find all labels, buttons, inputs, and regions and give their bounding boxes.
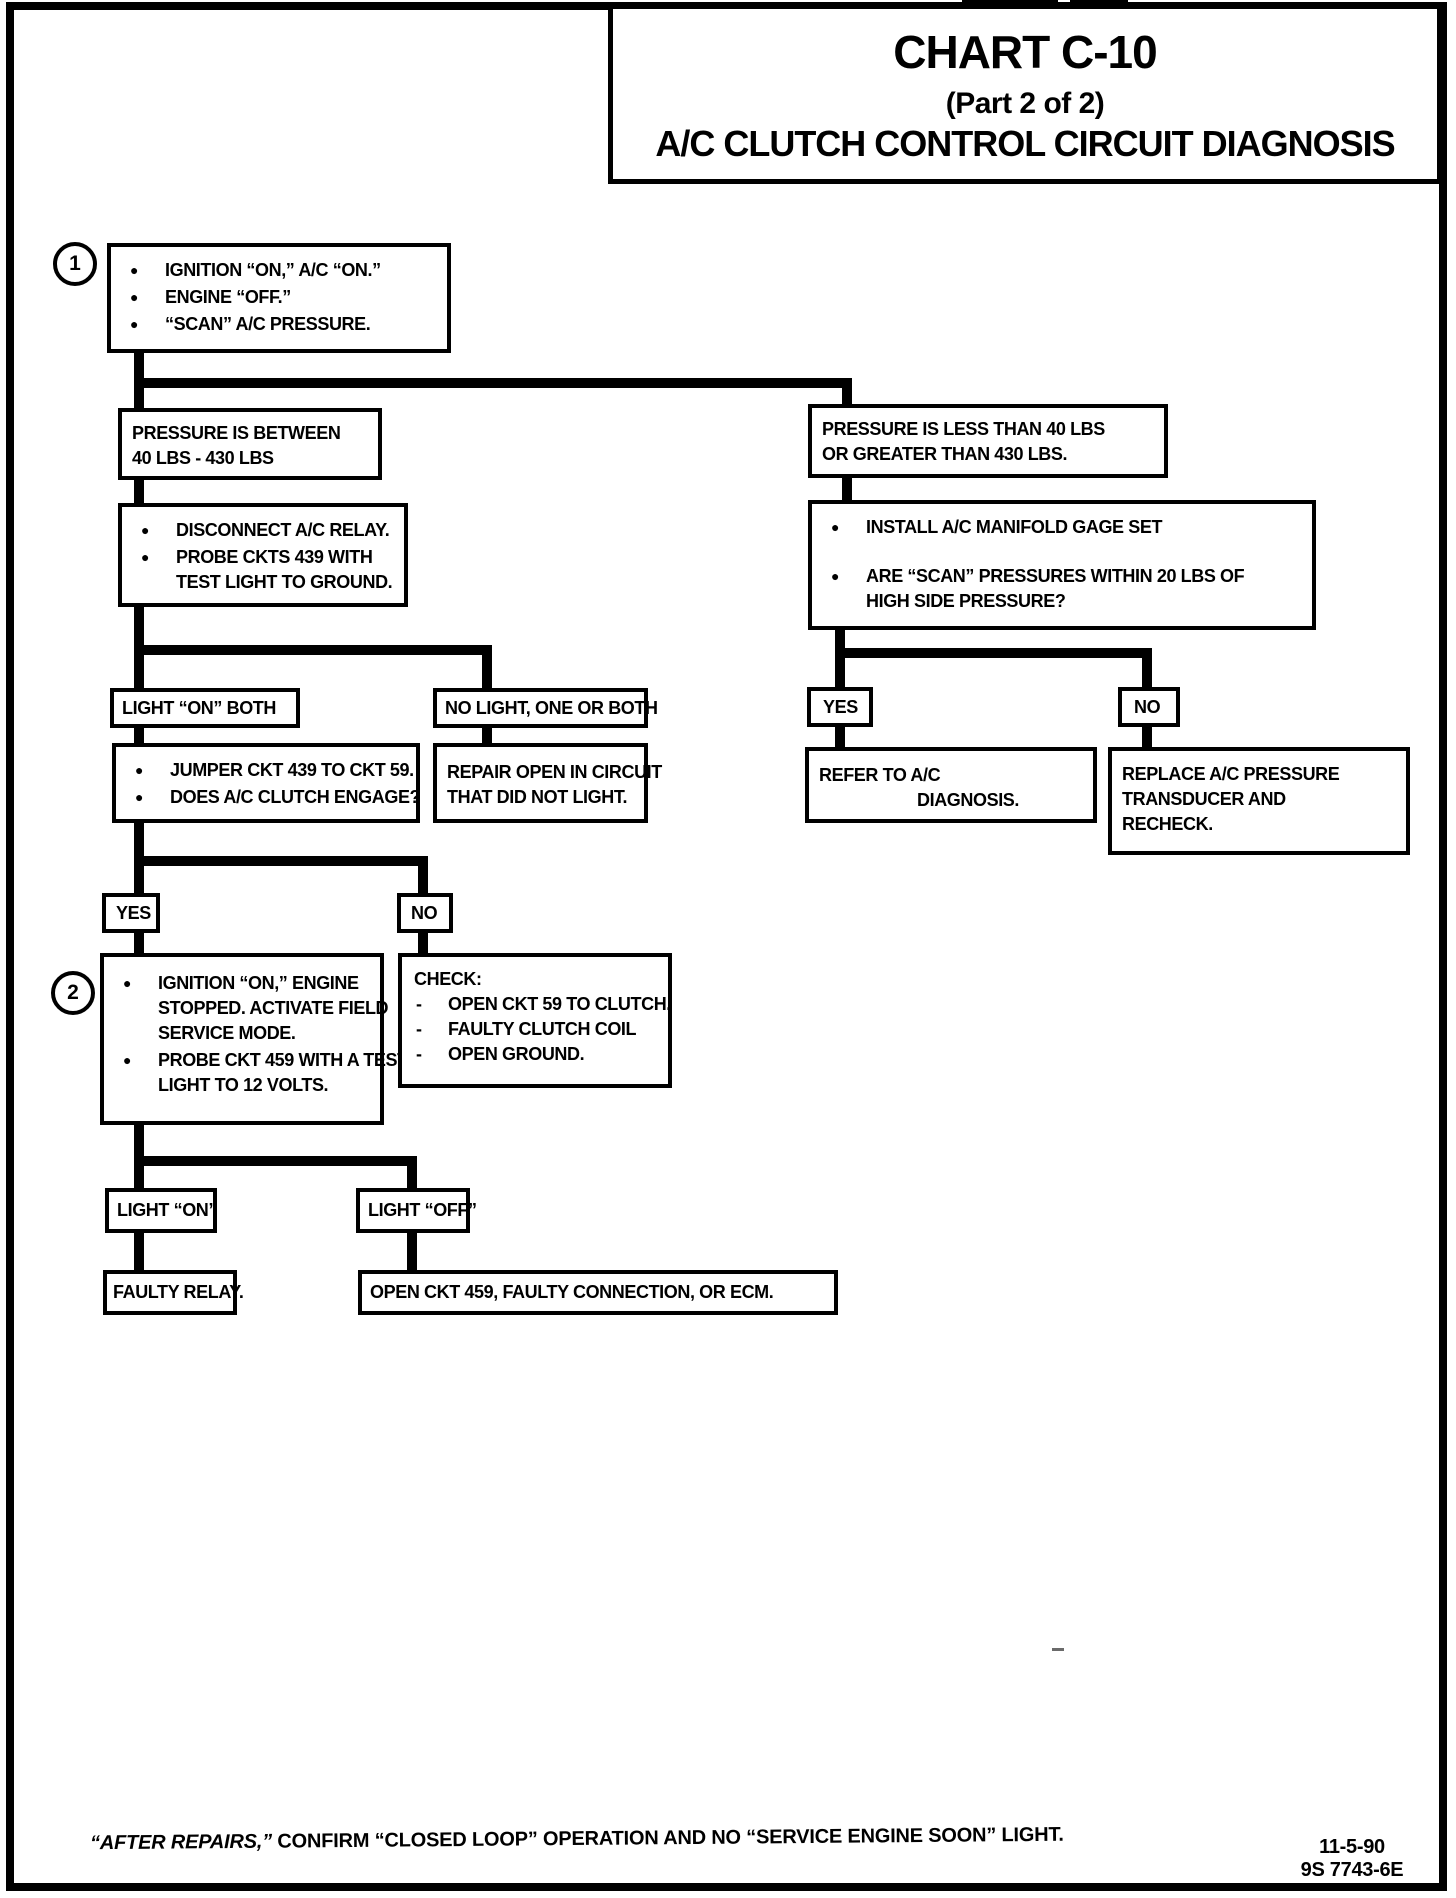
node-line: RECHECK. xyxy=(1122,814,1213,834)
node-line: DIAGNOSIS. xyxy=(917,790,1020,810)
node-label: LIGHT “ON” BOTH xyxy=(122,697,276,718)
bullet-line: TEST LIGHT TO GROUND. xyxy=(176,572,393,592)
flow-node-pressure-out-of-range: PRESSURE IS LESS THAN 40 LBS OR GREATER … xyxy=(808,404,1168,478)
bullet-line: DOES A/C CLUTCH ENGAGE? xyxy=(170,787,421,807)
check-item: FAULTY CLUTCH COIL xyxy=(402,1017,668,1042)
bullet-line: HIGH SIDE PRESSURE? xyxy=(866,591,1066,611)
connector xyxy=(134,480,144,504)
connector xyxy=(842,478,852,502)
node-label: NO xyxy=(1134,696,1161,717)
node-label: OPEN CKT 459, FAULTY CONNECTION, OR ECM. xyxy=(370,1282,774,1302)
connector xyxy=(842,378,852,406)
connector xyxy=(835,630,845,656)
connector xyxy=(134,1233,144,1271)
connector xyxy=(134,933,144,954)
bullet-line: STOPPED. ACTIVATE FIELD xyxy=(158,998,389,1018)
flow-node-no-left: NO xyxy=(397,893,453,933)
scan-artifact xyxy=(962,0,1058,7)
node-line: 40 LBS - 430 LBS xyxy=(132,448,274,468)
connector xyxy=(134,856,428,866)
flow-node-light-off: LIGHT “OFF” xyxy=(356,1188,477,1233)
bullet-line: PROBE CKTS 439 WITH xyxy=(176,547,373,567)
connector xyxy=(418,933,428,954)
bullet-line: IGNITION “ON,” ENGINE xyxy=(158,973,359,993)
flow-node-light-on: LIGHT “ON” xyxy=(105,1188,217,1233)
connector xyxy=(1142,727,1152,748)
node-line: CHECK: xyxy=(414,969,482,989)
chart-part-label: (Part 2 of 2) xyxy=(945,87,1105,120)
scan-artifact xyxy=(1052,1648,1064,1651)
document-codes: 11-5-90 9S 7743-6E xyxy=(1282,1836,1422,1882)
bullet-line: IGNITION “ON,” A/C “ON.” xyxy=(165,260,381,280)
node-line: PRESSURE IS LESS THAN 40 LBS xyxy=(822,419,1105,439)
flow-node-disconnect-relay: DISCONNECT A/C RELAY. PROBE CKTS 439 WIT… xyxy=(118,503,408,607)
node-label: LIGHT “ON” xyxy=(117,1200,217,1220)
bullet-line: INSTALL A/C MANIFOLD GAGE SET xyxy=(866,517,1163,537)
flow-node-replace-transducer: REPLACE A/C PRESSURE TRANSDUCER AND RECH… xyxy=(1108,747,1410,855)
connector xyxy=(835,648,845,688)
flow-node-check: CHECK: OPEN CKT 59 TO CLUTCH. FAULTY CLU… xyxy=(398,953,672,1088)
node-label: NO xyxy=(411,902,438,923)
flow-node-no-light: NO LIGHT, ONE OR BOTH xyxy=(433,688,658,728)
connector xyxy=(835,648,1152,658)
connector xyxy=(482,728,492,744)
bullet-line: SERVICE MODE. xyxy=(158,1023,296,1043)
flow-node-install-gage: INSTALL A/C MANIFOLD GAGE SET ARE “SCAN”… xyxy=(808,500,1316,630)
flow-node-yes-left: YES xyxy=(102,893,160,933)
connector xyxy=(407,1156,417,1189)
node-line: TRANSDUCER AND xyxy=(1122,789,1286,809)
bullet-line: “SCAN” A/C PRESSURE. xyxy=(165,314,371,334)
node-line: REPLACE A/C PRESSURE xyxy=(1122,764,1340,784)
flow-node-jumper: JUMPER CKT 439 TO CKT 59. DOES A/C CLUTC… xyxy=(112,743,421,823)
node-label: NO LIGHT, ONE OR BOTH xyxy=(445,697,658,718)
connector xyxy=(482,645,492,689)
flow-node-no-right: NO xyxy=(1118,687,1180,727)
node-label: YES xyxy=(116,902,151,923)
flow-node-refer-ac: REFER TO A/C DIAGNOSIS. xyxy=(805,747,1097,823)
connector xyxy=(134,645,492,655)
flow-node-field-service: IGNITION “ON,” ENGINE STOPPED. ACTIVATE … xyxy=(100,953,408,1125)
chart-subtitle: A/C CLUTCH CONTROL CIRCUIT DIAGNOSIS xyxy=(655,123,1395,164)
check-item: OPEN CKT 59 TO CLUTCH. xyxy=(402,992,671,1017)
connector xyxy=(835,727,845,748)
step-marker-2-number: 2 xyxy=(67,981,79,1004)
connector xyxy=(134,1156,417,1166)
node-line: PRESSURE IS BETWEEN xyxy=(132,423,341,443)
flow-node-pressure-in-range: PRESSURE IS BETWEEN 40 LBS - 430 LBS xyxy=(118,408,382,480)
bullet-line: LIGHT TO 12 VOLTS. xyxy=(158,1075,329,1095)
bullet-line: ARE “SCAN” PRESSURES WITHIN 20 LBS OF xyxy=(866,566,1245,586)
flow-node-repair-open: REPAIR OPEN IN CIRCUIT THAT DID NOT LIGH… xyxy=(433,743,662,823)
chart-title: CHART C-10 xyxy=(893,26,1157,78)
connector xyxy=(418,856,428,894)
connector xyxy=(134,378,852,388)
connector xyxy=(407,1233,417,1271)
bullet-line: ENGINE “OFF.” xyxy=(165,287,291,307)
bullet-line: JUMPER CKT 439 TO CKT 59. xyxy=(170,760,414,780)
step-marker-2: 2 xyxy=(51,971,95,1015)
flow-node-faulty-relay: FAULTY RELAY. xyxy=(103,1270,244,1315)
flow-node-yes-right: YES xyxy=(807,687,873,727)
scan-artifact xyxy=(1070,0,1128,7)
bullet-line: PROBE CKT 459 WITH A TEST xyxy=(158,1050,408,1070)
document-number: 9S 7743-6E xyxy=(1300,1859,1404,1881)
node-line: OR GREATER THAN 430 LBS. xyxy=(822,444,1068,464)
flow-node-light-on-both: LIGHT “ON” BOTH xyxy=(110,688,300,728)
node-label: LIGHT “OFF” xyxy=(368,1200,477,1220)
bullet-line: DISCONNECT A/C RELAY. xyxy=(176,520,390,540)
footer-note-italic: “AFTER REPAIRS,” xyxy=(89,1830,273,1855)
step-marker-1: 1 xyxy=(53,242,97,286)
flow-node-start: IGNITION “ON,” A/C “ON.” ENGINE “OFF.” “… xyxy=(107,243,451,353)
chart-title-box: CHART C-10 (Part 2 of 2) A/C CLUTCH CONT… xyxy=(608,4,1442,184)
connector xyxy=(134,728,144,744)
node-line: REFER TO A/C xyxy=(819,765,941,785)
connector xyxy=(1142,648,1152,688)
node-line: REPAIR OPEN IN CIRCUIT xyxy=(447,762,662,782)
step-marker-1-number: 1 xyxy=(69,252,81,275)
node-label: YES xyxy=(823,696,858,717)
flow-node-open-ckt: OPEN CKT 459, FAULTY CONNECTION, OR ECM. xyxy=(358,1270,838,1315)
node-label: FAULTY RELAY. xyxy=(113,1282,244,1302)
node-line: THAT DID NOT LIGHT. xyxy=(447,787,628,807)
revision-date: 11-5-90 xyxy=(1319,1836,1385,1858)
check-item: OPEN GROUND. xyxy=(402,1042,668,1067)
